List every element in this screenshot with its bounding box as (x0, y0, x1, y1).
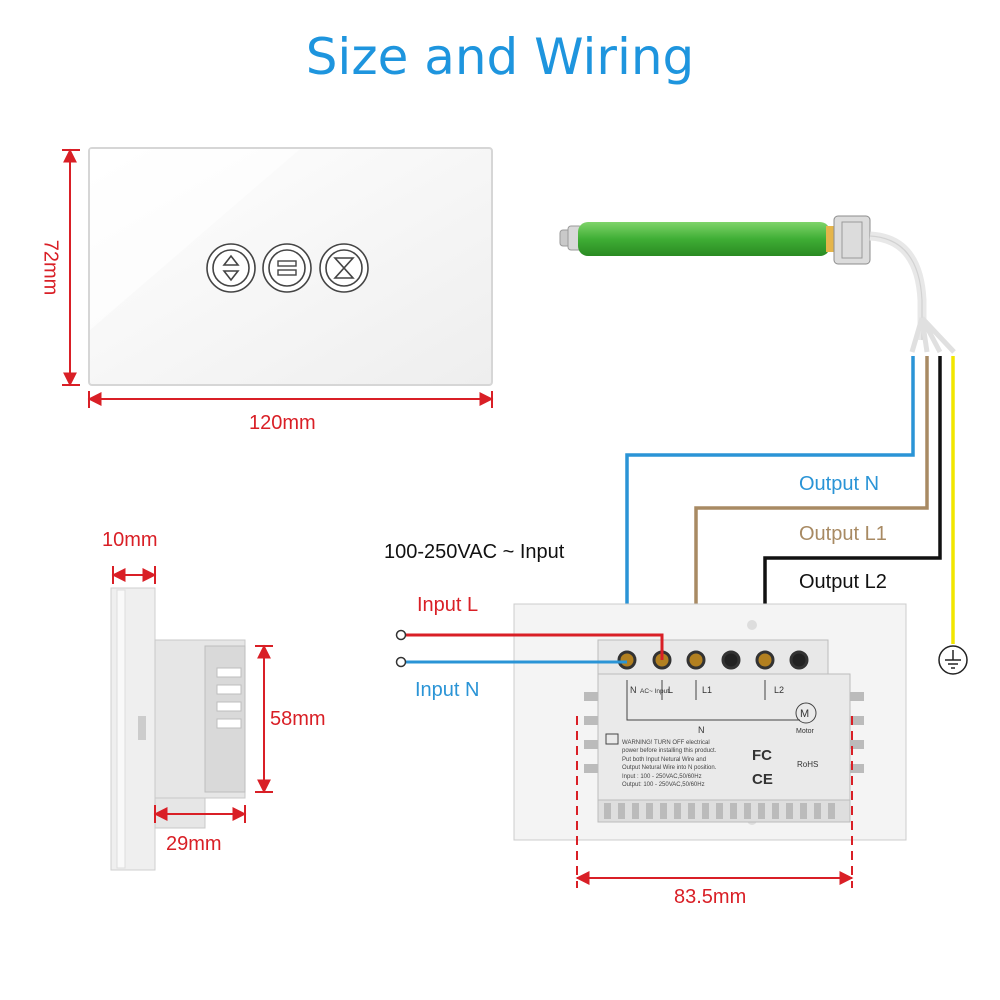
output-l1-label: Output L1 (799, 523, 887, 545)
warning-line-3: Put both Input Netural Wire and (622, 757, 706, 763)
terminal-l-label: L (668, 685, 673, 695)
warning-line-1: WARNING! TURN OFF electrical (622, 740, 710, 746)
output-l2-label: Output L2 (799, 571, 887, 593)
ce-mark: CE (752, 771, 773, 788)
motor-label: Motor (796, 728, 815, 735)
input-n-label: Input N (415, 679, 480, 701)
side-view (110, 587, 246, 871)
front-panel (88, 147, 493, 386)
hourglass-icon (319, 243, 369, 293)
back-plate (513, 603, 907, 841)
warning-line-2: power before installing this product. (622, 748, 717, 754)
stop-icon (262, 243, 312, 293)
terminal-n-label: N (630, 685, 637, 695)
terminal-screws (617, 650, 809, 670)
rohs-mark: RoHS (797, 760, 818, 769)
input-l-terminal-icon (395, 629, 407, 641)
terminal-n-bus-label: N (698, 725, 705, 735)
input-voltage-label: 100-250VAC ~ Input (384, 541, 565, 563)
width-label: 120mm (249, 412, 316, 434)
terminal-l1-label: L1 (702, 685, 712, 695)
terminal-l2-label: L2 (774, 685, 784, 695)
output-n-wire (625, 356, 915, 660)
warning-line-6: Output: 100 - 250VAC,50/60Hz (622, 782, 705, 788)
warning-line-4: Output Netural Wire into N position. (622, 765, 717, 771)
body-height-label: 58mm (270, 708, 326, 730)
depth-label: 10mm (102, 529, 158, 551)
input-n-terminal-icon (395, 656, 407, 668)
page-title: Size and Wiring (305, 28, 695, 86)
input-l-label: Input L (417, 594, 479, 616)
ground-icon (938, 645, 968, 675)
output-n-label: Output N (799, 473, 880, 495)
body-depth-label: 29mm (166, 833, 222, 855)
output-l1-wire (694, 356, 929, 660)
fcc-mark: FC (752, 747, 772, 764)
terminal-ac-input-label: AC~ Input (640, 688, 669, 695)
input-l-wire (401, 633, 664, 660)
warning-line-5: Input : 100 - 250VAC,50/60Hz (622, 774, 702, 780)
up-down-icon (206, 243, 256, 293)
motor-symbol-label: M (800, 708, 809, 720)
tubular-motor-icon (559, 215, 956, 354)
height-label: 72mm (39, 239, 62, 296)
back-width-label: 83.5mm (674, 886, 747, 908)
